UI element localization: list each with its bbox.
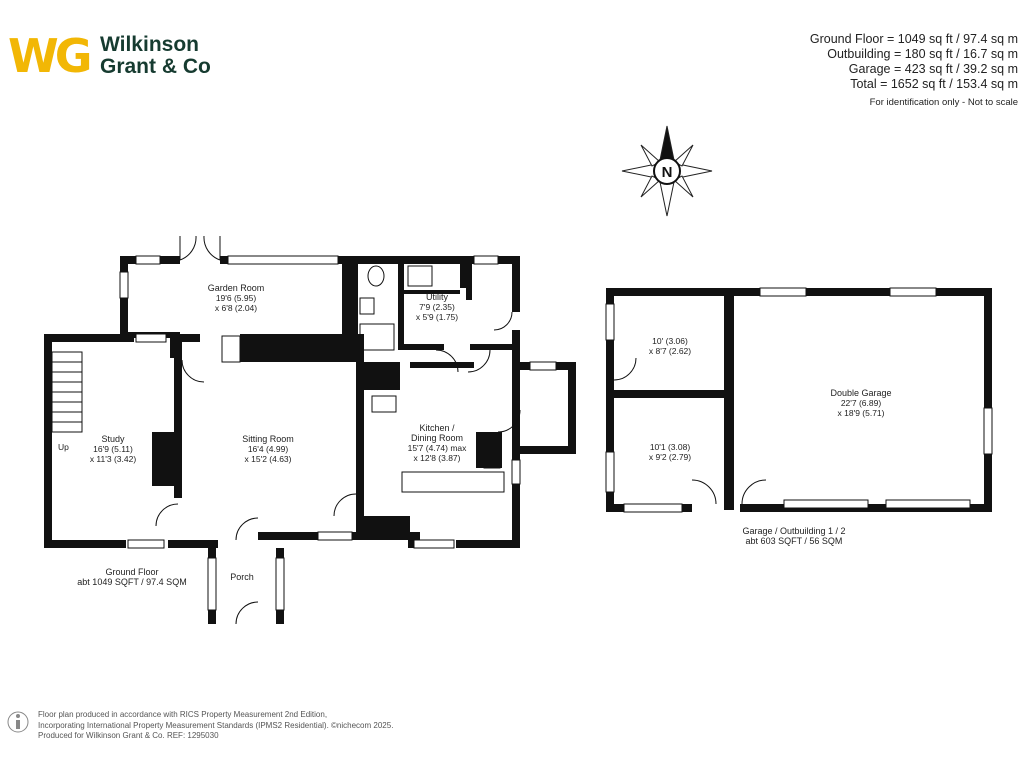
out-room-1-dim1: 10' (3.06) bbox=[652, 336, 688, 346]
garden-room-dim2: x 6'8 (2.04) bbox=[214, 303, 258, 313]
brand-logo: WG Wilkinson Grant & Co bbox=[8, 30, 218, 82]
utility-name: Utility bbox=[426, 292, 448, 302]
compass-letter: N bbox=[662, 164, 673, 181]
door-swings bbox=[155, 235, 521, 625]
study-label: Study 16'9 (5.11) x 11'3 (3.42) bbox=[78, 434, 148, 464]
footer-line3: Produced for Wilkinson Grant & Co. REF: … bbox=[38, 731, 219, 740]
porch-name: Porch bbox=[230, 572, 254, 582]
ground-floor-title: Ground Floor bbox=[105, 567, 159, 577]
scale-note: For identification only - Not to scale bbox=[869, 97, 1018, 108]
garden-room-label: Garden Room 19'6 (5.95) x 6'8 (2.04) bbox=[196, 283, 276, 313]
logo-letters: WG bbox=[8, 29, 92, 83]
kitchen-name: Kitchen / bbox=[419, 423, 455, 433]
porch-label: Porch bbox=[222, 572, 262, 582]
footer-line1: Floor plan produced in accordance with R… bbox=[38, 710, 328, 719]
garden-room-dim1: 19'6 (5.95) bbox=[215, 293, 257, 303]
person-info-icon bbox=[7, 711, 29, 733]
garage-area: abt 603 SQFT / 56 SQM bbox=[745, 536, 843, 546]
out-room-2-dim1: 10'1 (3.08) bbox=[649, 442, 691, 452]
study-dim2: x 11'3 (3.42) bbox=[89, 454, 137, 464]
kitchen-dim1: 15'7 (4.74) max bbox=[407, 443, 467, 453]
study-dim1: 16'9 (5.11) bbox=[93, 444, 133, 454]
stairs-up-label: Up bbox=[58, 442, 69, 452]
kitchen-label: Kitchen / Dining Room 15'7 (4.74) max x … bbox=[392, 423, 482, 463]
garage-caption: Garage / Outbuilding 1 / 2 abt 603 SQFT … bbox=[724, 526, 864, 546]
out-room-2-dim2: x 9'2 (2.79) bbox=[648, 452, 692, 462]
kitchen-name2: Dining Room bbox=[410, 433, 464, 443]
sitting-room-name: Sitting Room bbox=[242, 434, 294, 444]
sitting-room-dim1: 16'4 (4.99) bbox=[247, 444, 289, 454]
utility-dim1: 7'9 (2.35) bbox=[419, 302, 455, 312]
outbuilding-door-swings bbox=[613, 357, 767, 505]
garden-room-name: Garden Room bbox=[207, 283, 265, 293]
fixtures bbox=[51, 265, 505, 493]
logo-name: Wilkinson Grant & Co bbox=[100, 34, 211, 78]
footer-disclaimer: Floor plan produced in accordance with R… bbox=[38, 710, 393, 742]
utility-dim2: x 5'9 (1.75) bbox=[415, 312, 459, 322]
double-garage-dim1: 22'7 (6.89) bbox=[840, 398, 882, 408]
area-outbuilding: Outbuilding = 180 sq ft / 16.7 sq m bbox=[827, 47, 1018, 61]
area-summary: Ground Floor = 1049 sq ft / 97.4 sq m Ou… bbox=[810, 32, 1018, 110]
out-room-1-label: 10' (3.06) x 8'7 (2.62) bbox=[640, 336, 700, 356]
double-garage-name: Double Garage bbox=[830, 388, 892, 398]
logo-name-line2: Grant & Co bbox=[100, 55, 211, 78]
sitting-room-label: Sitting Room 16'4 (4.99) x 15'2 (4.63) bbox=[228, 434, 308, 464]
out-room-1-dim2: x 8'7 (2.62) bbox=[648, 346, 692, 356]
outbuilding-openings bbox=[605, 287, 993, 513]
ground-floor-area: abt 1049 SQFT / 97.4 SQM bbox=[77, 577, 187, 587]
compass-rose-icon bbox=[621, 125, 713, 217]
footer-line2: Incorporating International Property Mea… bbox=[38, 720, 394, 730]
double-garage-label: Double Garage 22'7 (6.89) x 18'9 (5.71) bbox=[816, 388, 906, 418]
area-ground: Ground Floor = 1049 sq ft / 97.4 sq m bbox=[809, 32, 1018, 46]
logo-name-line1: Wilkinson bbox=[100, 33, 199, 56]
out-room-2-label: 10'1 (3.08) x 9'2 (2.79) bbox=[640, 442, 700, 462]
windows bbox=[119, 255, 557, 611]
area-total: Total = 1652 sq ft / 153.4 sq m bbox=[850, 77, 1018, 91]
house-walls bbox=[44, 256, 576, 624]
study-name: Study bbox=[101, 434, 125, 444]
outbuilding-walls bbox=[606, 288, 992, 512]
garage-title: Garage / Outbuilding 1 / 2 bbox=[742, 526, 846, 536]
utility-label: Utility 7'9 (2.35) x 5'9 (1.75) bbox=[402, 292, 472, 322]
ground-floor-caption: Ground Floor abt 1049 SQFT / 97.4 SQM bbox=[62, 567, 202, 587]
sitting-room-dim2: x 15'2 (4.63) bbox=[244, 454, 292, 464]
kitchen-dim2: x 12'8 (3.87) bbox=[413, 453, 461, 463]
area-garage: Garage = 423 sq ft / 39.2 sq m bbox=[848, 62, 1018, 76]
double-garage-dim2: x 18'9 (5.71) bbox=[837, 408, 885, 418]
